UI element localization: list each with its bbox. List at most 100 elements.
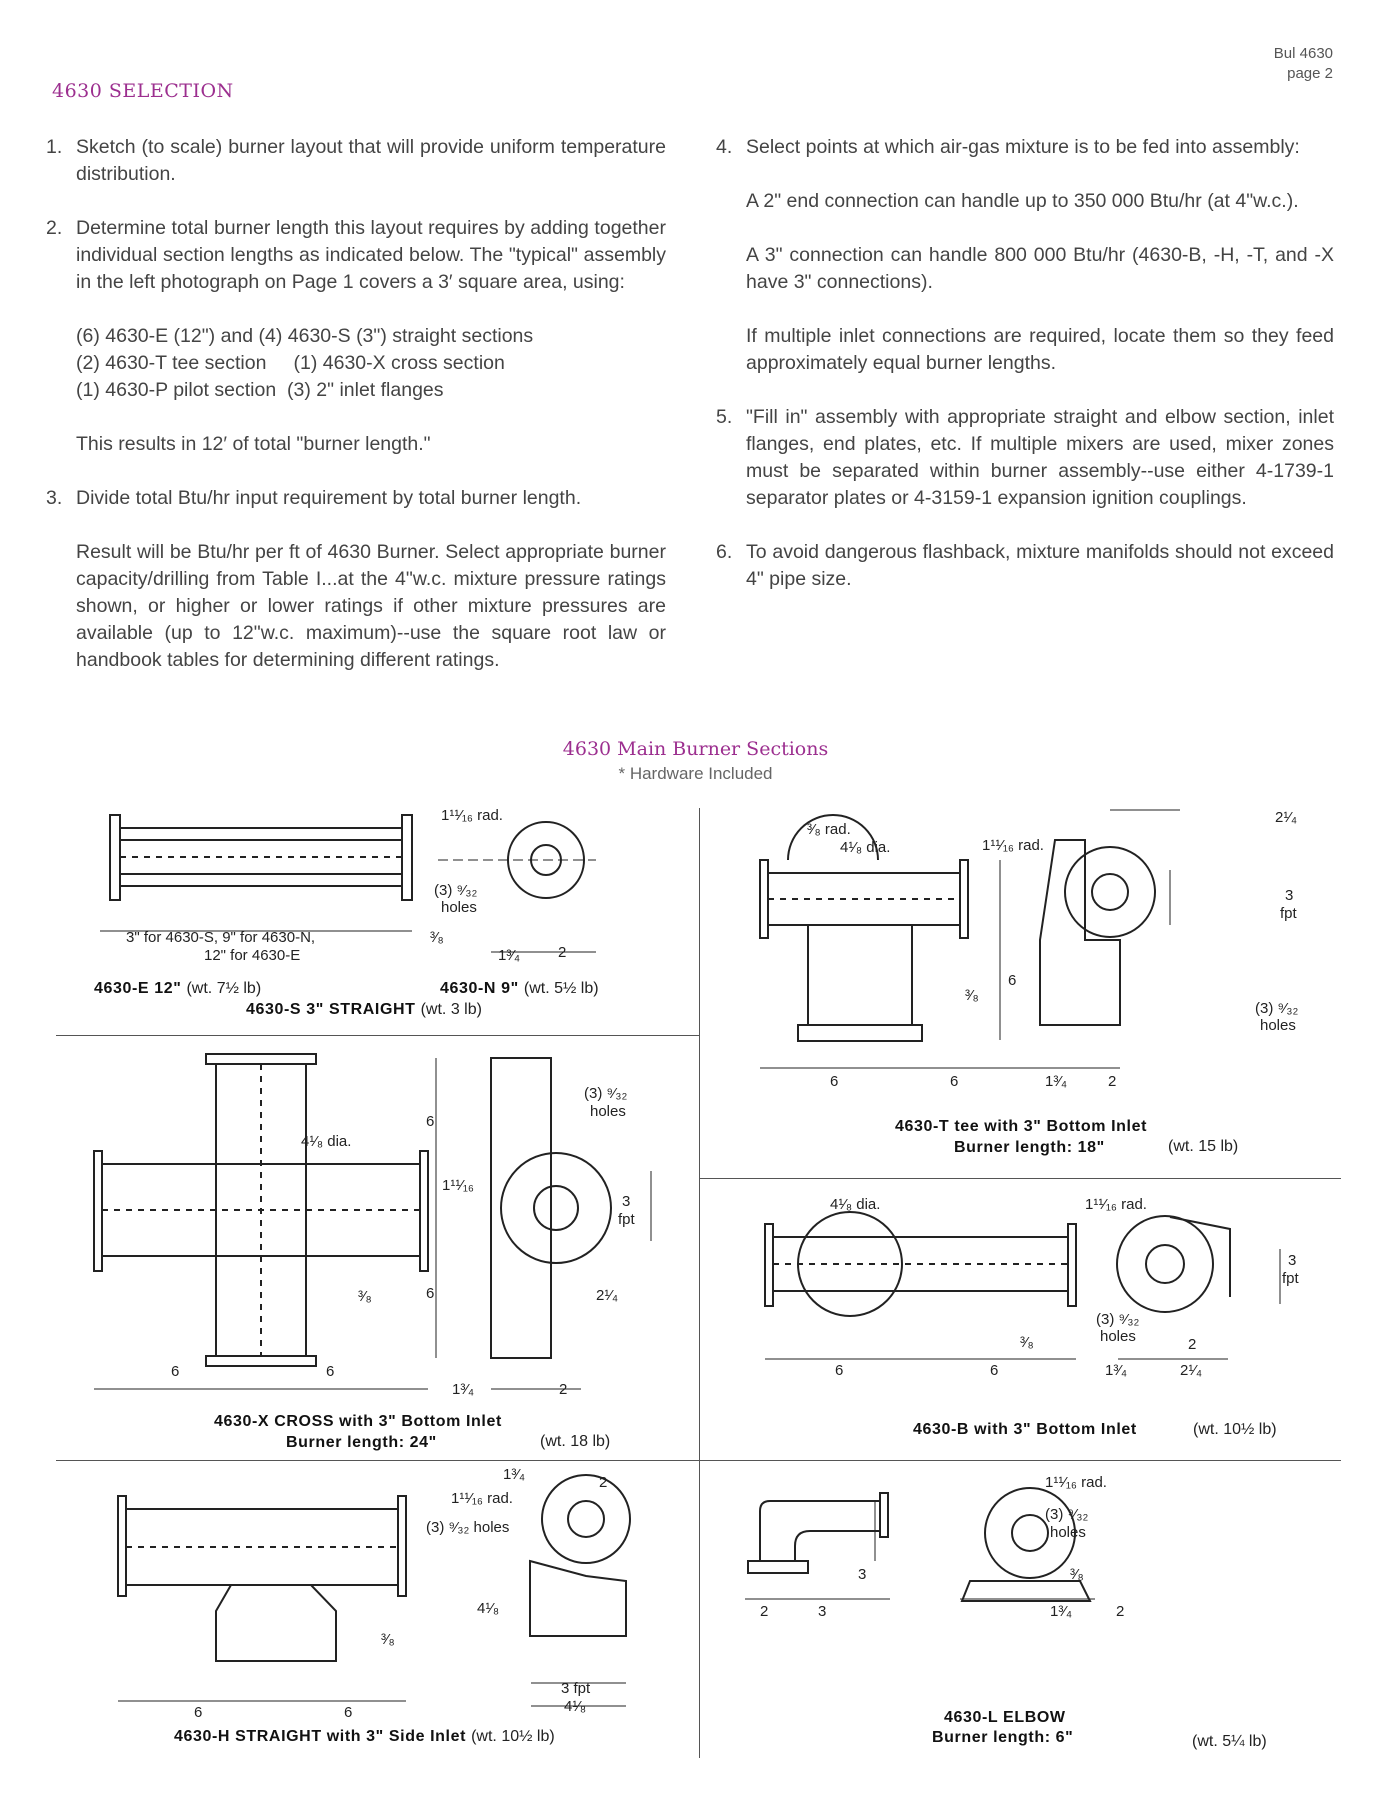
parts-line: (6) 4630-E (12") and (4) 4630-S (3") str… (76, 325, 534, 347)
dim-3-vertical: 3 (858, 1566, 866, 1583)
step-number: 5. (716, 406, 733, 428)
grid-rule-right-1 (699, 1178, 1341, 1179)
step-text: Determine total burner length this layou… (76, 217, 666, 293)
step-note: If multiple inlet connections are requir… (746, 325, 1334, 374)
dim-rad: ³⁄₈ rad. (807, 821, 851, 838)
dim-3-8: ³⁄₈ (1070, 1566, 1084, 1583)
dim-6-b: 6 (990, 1362, 998, 1379)
dim-6-top: 6 (426, 1113, 434, 1130)
dim-6-b: 6 (344, 1704, 352, 1721)
step-6: 6. To avoid dangerous flashback, mixture… (716, 539, 1334, 593)
figure-tee-section: ³⁄₈ rad. 4¹⁄₈ dia. 1¹¹⁄₁₆ rad. 2¹⁄₄ 3 fp… (700, 800, 1341, 1178)
dim-4-1-8-b: 4¹⁄₈ (564, 1698, 586, 1715)
figures-title: 4630 Main Burner Sections (562, 738, 829, 760)
dim-rad: 1¹¹⁄₁₆ rad. (1045, 1474, 1107, 1491)
dim-1-3-4: 1³⁄₄ (452, 1381, 474, 1398)
dim-1-11-16: 1¹¹⁄₁₆ (442, 1177, 474, 1194)
caption-cross-2: Burner length: 24" (286, 1434, 437, 1451)
step-2: 2. Determine total burner length this la… (46, 215, 666, 458)
caption-s-label: 4630-S 3" STRAIGHT (246, 1001, 416, 1018)
dim-3: 3 (1288, 1252, 1296, 1269)
dim-holes-label: holes (1050, 1524, 1086, 1541)
step-number: 6. (716, 541, 733, 563)
selection-steps-right: 4. Select points at which air-gas mixtur… (716, 134, 1334, 620)
caption-e-weight: (wt. 7½ lb) (186, 980, 262, 997)
dim-3: 3 (622, 1193, 630, 1210)
dim-fpt: fpt (1280, 905, 1298, 922)
dim-1-3-4: 1³⁄₄ (1105, 1362, 1127, 1379)
dim-fpt: 3 fpt (561, 1680, 591, 1697)
figure-side-inlet-section: 1³⁄₄ 2 1¹¹⁄₁₆ rad. (3) ⁹⁄₃₂ holes 4¹⁄₈ ³… (56, 1461, 699, 1761)
dim-holes-label: holes (590, 1103, 626, 1120)
dim-6-a: 6 (835, 1362, 843, 1379)
elbow-drawing: 1¹¹⁄₁₆ rad. (3) ⁹⁄₃₂ holes 3 ³⁄₈ 1³⁄₄ 2 … (745, 1474, 1124, 1620)
dim-rad: 1¹¹⁄₁₆ rad. (441, 807, 503, 824)
dim-1-3-4: 1³⁄₄ (1050, 1603, 1072, 1620)
dim-6: 6 (1008, 972, 1016, 989)
dim-holes-label: holes (1260, 1017, 1296, 1034)
step-number: 1. (46, 136, 63, 158)
dim-holes: (3) ⁹⁄₃₂ holes (426, 1519, 509, 1536)
caption-e-label: 4630-E 12" (94, 980, 182, 997)
dim-holes-label: holes (441, 899, 477, 916)
dim-dia: 4¹⁄₈ dia. (301, 1133, 351, 1150)
step-5: 5. "Fill in" assembly with appropriate s… (716, 404, 1334, 512)
dim-6-b: 6 (326, 1363, 334, 1380)
dim-6-a: 6 (194, 1704, 202, 1721)
grid-rule-left-1 (56, 1035, 699, 1036)
straight-section-drawing: 1¹¹⁄₁₆ rad. (3) ⁹⁄₃₂ holes 3" for 4630-S… (100, 807, 596, 964)
dim-holes: (3) ⁹⁄₃₂ (1045, 1506, 1089, 1523)
parts-line: (1) 4630-P pilot section (3) 2" inlet fl… (76, 379, 444, 401)
dim-3: 3 (1285, 887, 1293, 904)
step-text: "Fill in" assembly with appropriate stra… (746, 406, 1334, 509)
dim-2: 2 (558, 944, 566, 961)
dim-1-3-4: 1³⁄₄ (498, 947, 520, 964)
caption-tee-1: 4630-T tee with 3" Bottom Inlet (895, 1118, 1147, 1135)
dim-2-right: 2 (1116, 1603, 1124, 1620)
dim-length: 3" for 4630-S, 9" for 4630-N, (126, 929, 315, 946)
step-text: To avoid dangerous flashback, mixture ma… (746, 541, 1334, 590)
step-number: 3. (46, 487, 63, 509)
parts-line: (2) 4630-T tee section (1) 4630-X cross … (76, 352, 505, 374)
step-text: Select points at which air-gas mixture i… (746, 136, 1300, 158)
step-note: A 2" end connection can handle up to 350… (746, 190, 1299, 212)
dim-3-8: ³⁄₈ (965, 987, 979, 1004)
step-text: Divide total Btu/hr input requirement by… (76, 487, 582, 509)
step-number: 4. (716, 136, 733, 158)
dim-3-8: ³⁄₈ (1020, 1334, 1034, 1351)
grid-rule-right-2 (699, 1460, 1341, 1461)
caption-bottom-1: 4630-B with 3" Bottom Inlet (913, 1421, 1137, 1438)
dim-3-8: ³⁄₈ (358, 1288, 372, 1305)
parts-list: (6) 4630-E (12") and (4) 4630-S (3") str… (76, 323, 666, 404)
caption-elbow-1: 4630-L ELBOW (944, 1709, 1066, 1726)
figure-bottom-inlet-section: 4¹⁄₈ dia. 1¹¹⁄₁₆ rad. 3 fpt (3) ⁹⁄₃₂ hol… (700, 1179, 1341, 1460)
caption-tee-2: Burner length: 18" (954, 1139, 1105, 1156)
dim-6-a: 6 (830, 1073, 838, 1090)
caption-bottom-weight: (wt. 10½ lb) (1193, 1421, 1277, 1438)
step-note: Result will be Btu/hr per ft of 4630 Bur… (76, 541, 666, 671)
dim-6-b: 6 (950, 1073, 958, 1090)
grid-rule-left-2 (56, 1460, 699, 1461)
side-inlet-drawing: 1³⁄₄ 2 1¹¹⁄₁₆ rad. (3) ⁹⁄₃₂ holes 4¹⁄₈ ³… (117, 1466, 631, 1721)
dim-1-3-4: 1³⁄₄ (503, 1466, 525, 1483)
step-note: A 3" connection can handle 800 000 Btu/h… (746, 244, 1334, 293)
figure-straight-sections: 1¹¹⁄₁₆ rad. (3) ⁹⁄₃₂ holes 3" for 4630-S… (56, 800, 699, 1035)
caption-elbow-weight: (wt. 5¼ lb) (1192, 1733, 1267, 1750)
dim-rad: 1¹¹⁄₁₆ rad. (1085, 1196, 1147, 1213)
caption-s-weight: (wt. 3 lb) (420, 1001, 482, 1018)
dim-holes: (3) ⁹⁄₃₂ (434, 882, 478, 899)
dim-2: 2 (1188, 1336, 1196, 1353)
section-title: 4630 SELECTION (52, 80, 234, 102)
caption-side-weight: (wt. 10½ lb) (471, 1728, 555, 1745)
dim-3-horizontal: 3 (818, 1603, 826, 1620)
step-4: 4. Select points at which air-gas mixtur… (716, 134, 1334, 377)
dim-rad: 1¹¹⁄₁₆ rad. (451, 1490, 513, 1507)
caption-cross-1: 4630-X CROSS with 3" Bottom Inlet (214, 1413, 502, 1430)
dim-2-left: 2 (760, 1603, 768, 1620)
dim-2-1-4: 2¹⁄₄ (1180, 1362, 1202, 1379)
dim-3-8: ³⁄₈ (381, 1631, 395, 1648)
caption-4630-s: 4630-S 3" STRAIGHT (wt. 3 lb) (246, 1001, 482, 1019)
cross-section-drawing: 4¹⁄₈ dia. 6 6 1¹¹⁄₁₆ (3) ⁹⁄₃₂ holes 3 fp… (93, 1053, 652, 1398)
dim-2-1-4: 2¹⁄₄ (596, 1287, 618, 1304)
dim-2: 2 (559, 1381, 567, 1398)
